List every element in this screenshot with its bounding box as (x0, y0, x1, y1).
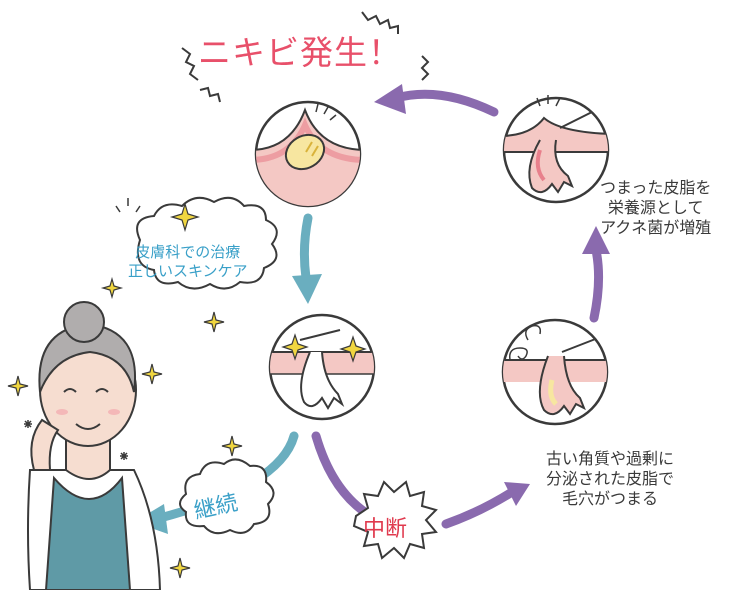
sparkle-icon (141, 363, 163, 385)
sparkle-icon (281, 333, 309, 361)
sparkle-icon (203, 311, 225, 333)
arrow-to-pimple (374, 84, 499, 117)
woman-illustration (27, 301, 162, 591)
interrupt-burst (352, 480, 438, 560)
bacteria-caption-line2: 栄養源として (607, 198, 704, 217)
treatment-label-line1: 皮膚科での治療 (135, 243, 241, 261)
treatment-label-line2: 正しいスキンケア (128, 261, 248, 280)
stage-pimple-circle (254, 100, 362, 208)
bacteria-caption-line3: アクネ菌が増殖 (600, 218, 712, 237)
zigzag-title-right (420, 55, 430, 81)
treatment-label: 皮膚科での治療 正しいスキンケア (128, 243, 248, 281)
stage-bacteria-circle (502, 95, 610, 204)
arrow-up-right (582, 226, 610, 323)
clog-caption-line2: 分泌された皮脂で (546, 469, 675, 488)
interrupt-label: 中断 (363, 517, 408, 542)
treatment-cloud (136, 196, 278, 290)
stage-clean-pore-circle (268, 313, 376, 421)
arrow-pimple-to-treatment (292, 213, 322, 304)
continue-cloud (179, 458, 275, 535)
sparkle-icon (7, 375, 29, 397)
zigzag-title-bottom (199, 86, 221, 103)
sparkle-icon (221, 435, 243, 457)
zigzag-left (181, 47, 199, 81)
clog-caption-line1: 古い角質や過剰に (546, 449, 675, 468)
sparkle-icon (169, 201, 201, 233)
bacteria-caption: つまった皮脂を 栄養源として アクネ菌が増殖 (600, 178, 711, 238)
sparkle-icon (169, 557, 191, 579)
sparkle-icon (100, 276, 124, 300)
sparkles (7, 201, 243, 579)
clog-caption-line3: 毛穴がつまる (562, 489, 659, 508)
sparkle-icon (339, 335, 367, 363)
clog-caption: 古い角質や過剰に 分泌された皮脂で 毛穴がつまる (546, 449, 674, 509)
pimple-icon (284, 133, 326, 171)
stage-clogged-pore-circle (501, 318, 609, 426)
twinkles (24, 198, 141, 460)
bacteria-caption-line1: つまった皮脂を (600, 178, 712, 197)
zigzag-right (361, 11, 399, 34)
page-title: ニキビ発生！ (198, 33, 402, 72)
